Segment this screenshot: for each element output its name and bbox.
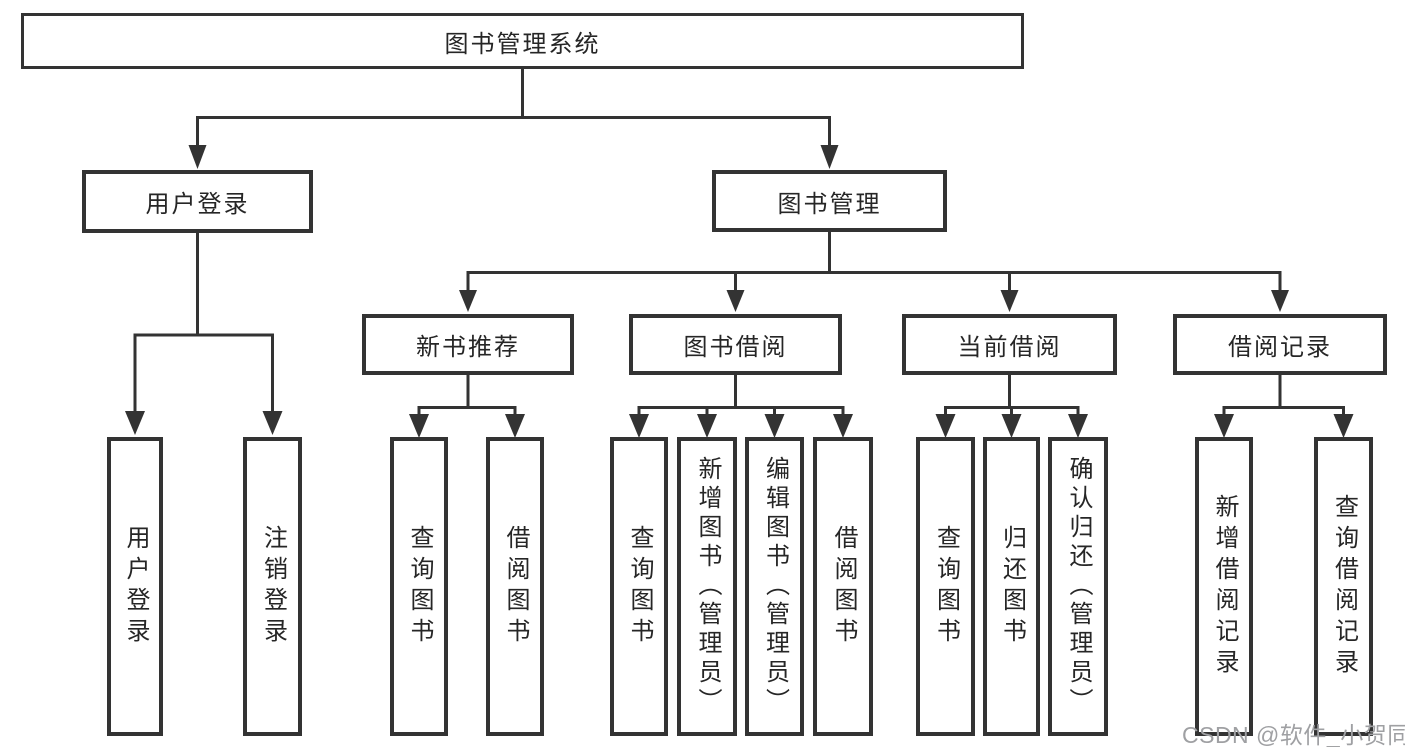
leaf-borrow-books-newbook: 借阅图书 (486, 437, 544, 736)
node-label: 新书推荐 (416, 334, 520, 361)
arrowhead-icon (409, 414, 429, 438)
node-label: 确认归还（管理员） (1065, 456, 1092, 717)
node-borrow-record: 借阅记录 (1173, 314, 1387, 375)
leaf-query-books-newbook: 查询图书 (390, 437, 448, 736)
node-label: 图书借阅 (683, 334, 788, 361)
node-label: 当前借阅 (957, 334, 1062, 361)
node-book-borrow: 图书借阅 (629, 314, 842, 375)
arrowhead-icon (125, 411, 145, 435)
node-label: 图书管理系统 (444, 30, 601, 58)
node-label: 归还图书 (998, 524, 1026, 649)
arrowhead-icon (262, 411, 283, 435)
leaf-edit-books-admin: 编辑图书（管理员） (745, 437, 804, 736)
arrowhead-icon (726, 290, 745, 312)
node-book-management: 图书管理 (712, 170, 947, 232)
node-label: 查询图书 (626, 524, 653, 649)
arrowhead-icon (697, 414, 717, 438)
leaf-confirm-return-admin: 确认归还（管理员） (1048, 437, 1108, 736)
leaf-logout: 注销登录 (243, 437, 302, 736)
leaf-add-books-admin: 新增图书（管理员） (677, 437, 737, 736)
node-label: 用户登录 (145, 191, 250, 218)
leaf-borrow-books: 借阅图书 (813, 437, 873, 736)
arrowhead-icon (1271, 290, 1289, 312)
node-label: 注销登录 (259, 524, 287, 649)
node-label: 查询图书 (406, 524, 433, 649)
arrowhead-icon (820, 145, 839, 169)
leaf-query-books-borrow: 查询图书 (610, 437, 668, 736)
node-new-book-recommend: 新书推荐 (362, 314, 574, 375)
arrowhead-icon (1333, 414, 1354, 438)
arrowhead-icon (1214, 414, 1234, 438)
node-label: 新增图书（管理员） (694, 456, 721, 717)
arrowhead-icon (1068, 414, 1088, 438)
arrowhead-icon (1001, 414, 1022, 438)
node-label: 新增借阅记录 (1211, 493, 1238, 680)
node-label: 借阅图书 (502, 524, 529, 649)
node-label: 用户登录 (122, 524, 149, 649)
csdn-watermark: CSDN @软件_小贺同学 (1182, 722, 1405, 747)
node-label: 查询借阅记录 (1330, 493, 1358, 680)
node-label: 借阅记录 (1228, 334, 1332, 361)
arrowhead-icon (188, 145, 207, 169)
node-current-borrow: 当前借阅 (902, 314, 1117, 375)
arrowhead-icon (505, 414, 525, 438)
arrowhead-icon (935, 414, 956, 438)
arrowhead-icon (629, 414, 649, 438)
leaf-query-books-current: 查询图书 (916, 437, 975, 736)
node-label: 查询图书 (932, 524, 960, 649)
leaf-query-borrow-record: 查询借阅记录 (1314, 437, 1373, 736)
leaf-add-borrow-record: 新增借阅记录 (1195, 437, 1253, 736)
arrowhead-icon (459, 290, 477, 312)
node-label: 图书管理 (777, 190, 882, 218)
arrowhead-icon (833, 414, 853, 438)
node-label: 编辑图书（管理员） (761, 456, 789, 717)
leaf-return-books: 归还图书 (983, 437, 1040, 736)
node-user-login: 用户登录 (82, 170, 313, 233)
node-label: 借阅图书 (830, 524, 857, 649)
leaf-user-login: 用户登录 (107, 437, 163, 736)
arrowhead-icon (764, 414, 785, 438)
arrowhead-icon (1000, 290, 1019, 312)
node-root-library-system: 图书管理系统 (21, 13, 1024, 69)
